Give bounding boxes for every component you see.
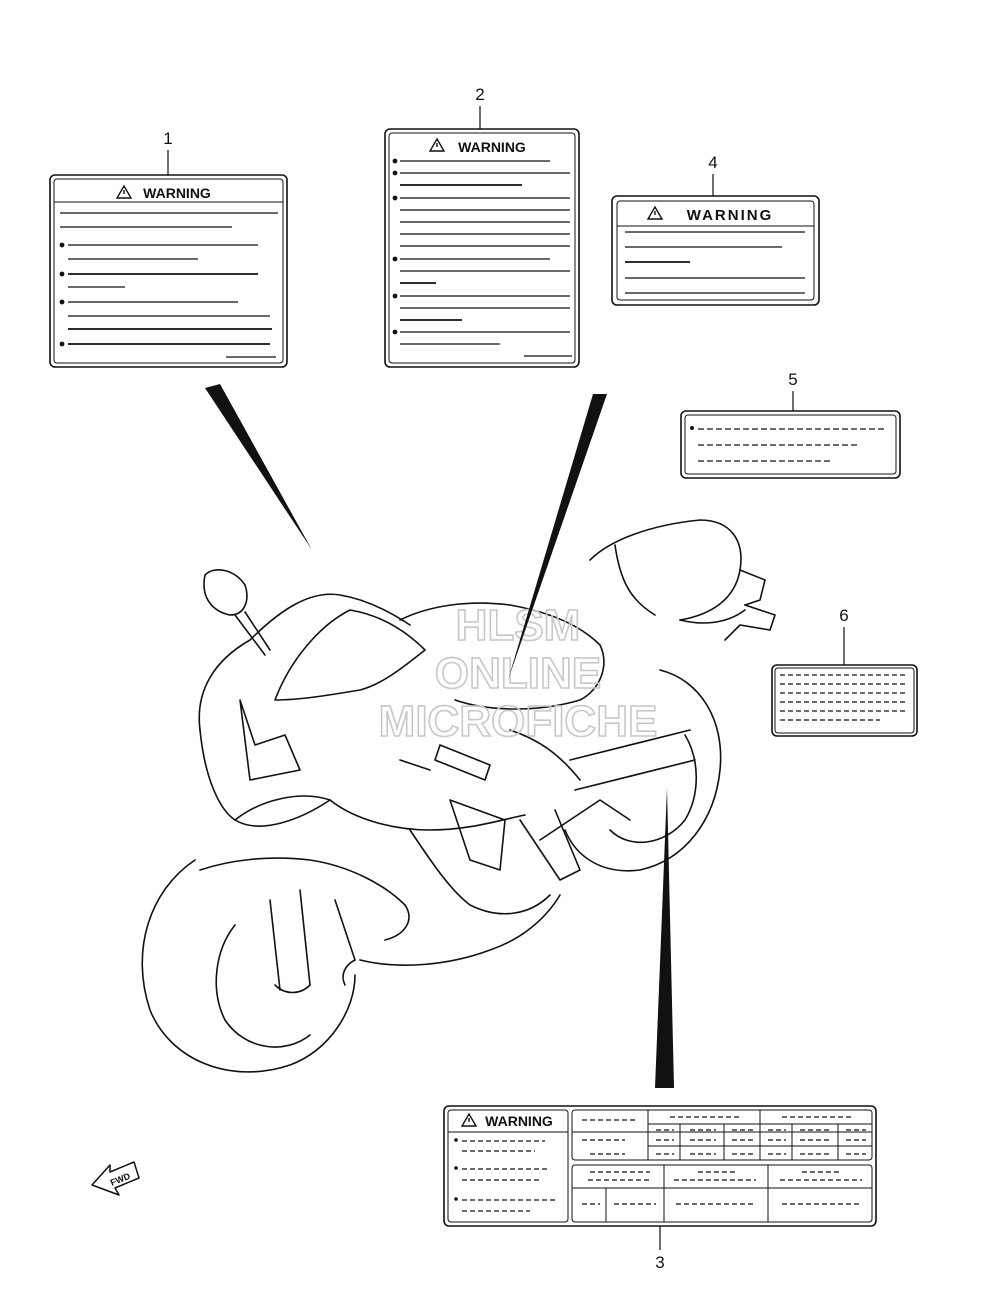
label-6: 6 [771,606,918,737]
label-2: 2 WARNING [384,85,580,368]
warning-heading: WARNING [485,1113,553,1129]
watermark-line-2: ONLINE [435,649,601,698]
warning-triangle-icon [428,137,446,152]
label-1: 1 WARNING [49,129,288,368]
watermark-line-3: MICROFICHE [379,697,658,746]
callout-number: 5 [788,370,797,389]
pointer-wedge-3 [655,788,674,1088]
callout-number: 4 [708,153,717,172]
pointer-wedge-1 [205,384,312,550]
label-4: 4 WARNING [611,153,820,306]
label-3: WARNING [443,1105,877,1272]
warning-heading: WARNING [143,185,211,201]
callout-number: 1 [163,129,172,148]
warning-triangle-icon [115,184,133,199]
watermark-line-1: HLSM [456,601,581,650]
label-5: 5 [680,370,901,479]
callout-number: 6 [839,606,848,625]
warning-triangle-icon [646,205,664,220]
callout-number: 3 [655,1253,664,1272]
pointer-wedge-2 [508,394,607,680]
forward-arrow-icon: FWD [91,1161,140,1196]
motorcycle-outline [141,519,776,1073]
pointer-wedges [205,384,674,1088]
warning-heading: WARNING [458,139,526,155]
warning-heading: WARNING [687,207,774,224]
warning-triangle-icon [460,1112,478,1127]
watermark: HLSM ONLINE MICROFICHE [378,600,658,747]
callout-number: 2 [475,85,484,104]
